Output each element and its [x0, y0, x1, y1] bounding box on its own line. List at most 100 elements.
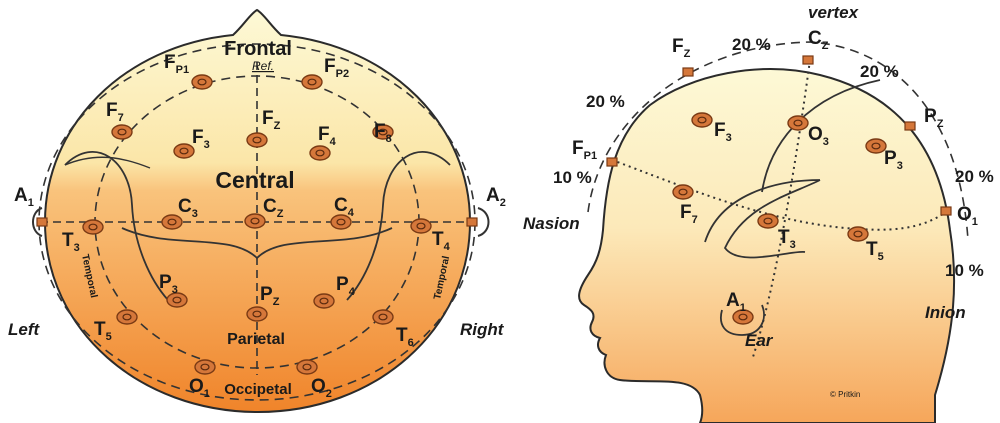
svg-text:FZ: FZ	[672, 36, 691, 60]
svg-text:C3: C3	[178, 196, 198, 220]
f8-sub: 8	[386, 133, 392, 145]
side-f3-sub: 3	[726, 132, 732, 144]
side-electrode-fz	[682, 67, 694, 77]
t5-main: T	[94, 319, 106, 340]
electrode-t6	[372, 309, 394, 325]
svg-text:P3: P3	[884, 148, 903, 172]
a1-sub: 1	[28, 197, 34, 209]
side-electrode-p3	[865, 138, 887, 154]
o1-sub: 1	[204, 388, 210, 400]
svg-text:PZ: PZ	[260, 284, 280, 308]
ref-label: Ref.	[252, 59, 274, 73]
label-nasion: Nasion	[523, 214, 580, 233]
pct-top-left-arc: 20 %	[586, 92, 625, 111]
t5-sub: 5	[106, 331, 112, 343]
electrode-o2	[296, 359, 318, 375]
svg-text:F3: F3	[192, 127, 210, 151]
side-pz-sub: Z	[937, 118, 944, 130]
label-ear: Ear	[745, 331, 774, 350]
svg-text:F4: F4	[318, 124, 337, 148]
side-fp1-sub: P1	[584, 150, 597, 162]
frontal-boundary	[64, 156, 151, 169]
c4-main: C	[334, 195, 348, 216]
region-parietal: Parietal	[227, 331, 285, 348]
a1-main: A	[14, 185, 28, 206]
side-electrode-fp1	[606, 157, 618, 167]
side-a1-main: A	[726, 290, 740, 311]
electrode-f7	[111, 124, 133, 140]
o1-main: O	[189, 376, 204, 397]
svg-text:T5: T5	[94, 319, 112, 343]
electrode-p4	[313, 293, 335, 309]
a2-main: A	[486, 185, 500, 206]
electrode-fp1	[191, 74, 213, 90]
side-o1-main: O	[957, 204, 972, 225]
side-view-labels: vertex Nasion Inion Ear © Pritkin 20 % 2…	[523, 3, 994, 399]
side-electrode-pz	[904, 121, 916, 131]
svg-text:F7: F7	[680, 202, 698, 226]
svg-text:T3: T3	[62, 230, 80, 254]
cz-sub: Z	[277, 208, 284, 220]
svg-text:O1: O1	[189, 376, 210, 400]
side-p3-sub: 3	[897, 160, 903, 172]
side-cz-sub: Z	[822, 40, 829, 52]
side-line-horizontal	[611, 159, 947, 231]
side-f7-sub: 7	[692, 214, 698, 226]
electrode-cz	[244, 213, 266, 229]
svg-text:FP2: FP2	[324, 56, 349, 80]
o2-main: O	[311, 376, 326, 397]
f4-sub: 4	[330, 136, 337, 148]
side-fz-main: F	[672, 36, 684, 57]
svg-text:FZ: FZ	[262, 108, 281, 132]
t6-sub: 6	[408, 337, 414, 349]
t4-main: T	[432, 229, 444, 250]
c4-sub: 4	[348, 207, 355, 219]
o2-sub: 2	[326, 388, 332, 400]
electrode-f4	[309, 145, 331, 161]
pct-right-small: 10 %	[945, 261, 984, 280]
label-left: Left	[8, 320, 41, 339]
side-o1-sub: 1	[972, 216, 978, 228]
p3-main: P	[159, 272, 172, 293]
pct-left-small: 10 %	[553, 168, 592, 187]
f4-main: F	[318, 124, 330, 145]
side-t5-main: T	[866, 239, 878, 260]
side-fp1-main: F	[572, 138, 584, 159]
side-sulcus-lateral	[704, 179, 821, 259]
f8-main: F	[374, 121, 386, 142]
t3-main: T	[62, 230, 74, 251]
fp2-sub: P2	[336, 68, 349, 80]
side-p3-main: P	[884, 148, 897, 169]
right-ear	[477, 207, 490, 237]
side-cz-main: C	[808, 28, 822, 49]
side-electrode-f3	[691, 112, 713, 128]
right-fissure	[346, 151, 451, 301]
electrode-a1	[36, 217, 48, 227]
label-right: Right	[460, 320, 505, 339]
side-o3-sub: 3	[823, 136, 829, 148]
p4-main: P	[336, 274, 349, 295]
svg-text:FP1: FP1	[164, 52, 189, 76]
electrode-fz	[246, 132, 268, 148]
svg-text:P4: P4	[336, 274, 356, 298]
pct-right-arc: 20 %	[955, 167, 994, 186]
electrode-f3	[173, 143, 195, 159]
label-credit: © Pritkin	[830, 390, 860, 399]
side-fz-sub: Z	[684, 48, 691, 60]
f7-sub: 7	[118, 112, 124, 124]
svg-text:A2: A2	[486, 185, 506, 209]
side-o3-main: O	[808, 124, 823, 145]
fp2-main: F	[324, 56, 336, 77]
c3-sub: 3	[192, 208, 198, 220]
electrode-c3	[161, 214, 183, 230]
svg-text:T3: T3	[778, 227, 796, 251]
svg-text:O2: O2	[311, 376, 332, 400]
f3-sub: 3	[204, 139, 210, 151]
pz-main: P	[260, 284, 273, 305]
svg-text:T6: T6	[396, 325, 414, 349]
electrode-a2	[466, 217, 478, 227]
svg-text:O3: O3	[808, 124, 829, 148]
side-pz-main: P	[924, 106, 937, 127]
side-outer-arc	[587, 41, 969, 241]
svg-text:A1: A1	[14, 185, 34, 209]
